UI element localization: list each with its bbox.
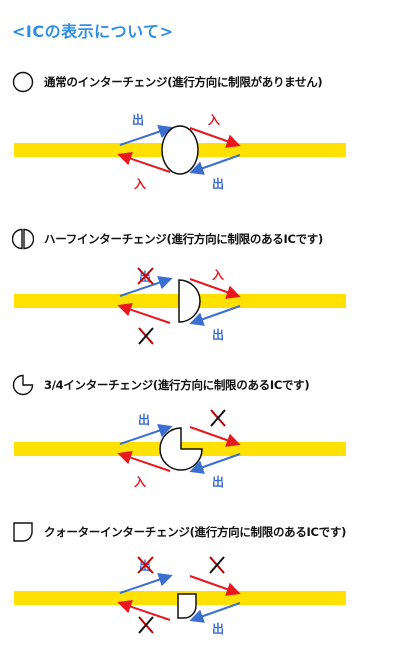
cross-mark-icon — [209, 556, 225, 574]
cross-mark-icon — [137, 556, 154, 574]
interchange-three-quarter-circle — [159, 427, 203, 471]
exit-arrow-east — [119, 275, 173, 297]
diagram-three-quarter: 出 入 出 — [14, 409, 346, 489]
exit-label: 出 — [138, 412, 150, 427]
entry-arrow-east — [189, 278, 241, 299]
diagram-quarter: 出 出 — [14, 556, 346, 636]
section-title-three-quarter: 3/4インターチェンジ(進行方向に制限のあるICです) — [44, 378, 310, 392]
exit-arrow-east — [119, 124, 173, 146]
entry-arrow-west — [117, 450, 171, 472]
entry-arrow-east — [189, 575, 241, 596]
diagram-normal: 出 入 入 出 — [14, 112, 346, 191]
interchange-half-circle — [178, 279, 201, 323]
section-title-half: ハーフインターチェンジ(進行方向に制限のあるICです) — [44, 232, 323, 246]
full-circle-icon — [12, 71, 34, 93]
exit-label: 出 — [212, 621, 224, 636]
exit-label: 出 — [132, 112, 144, 127]
exit-arrow-east — [119, 423, 173, 445]
cross-mark-icon — [138, 327, 154, 345]
three-quarter-circle-icon — [12, 374, 34, 396]
cross-mark-icon — [210, 409, 226, 427]
entry-label: 入 — [208, 113, 220, 127]
entry-label: 入 — [134, 475, 146, 489]
exit-arrow-east — [119, 572, 173, 594]
exit-label: 出 — [212, 327, 224, 342]
cross-mark-icon — [137, 267, 154, 285]
diagram-half: 出 入 出 — [14, 267, 346, 345]
entry-arrow-east — [189, 426, 241, 447]
entry-arrow-west — [117, 599, 171, 621]
interchange-quarter-circle — [177, 593, 197, 619]
interchange-full-circle — [161, 125, 199, 175]
quarter-circle-icon — [13, 522, 33, 542]
page-title: <ICの表示について> — [12, 22, 174, 41]
cross-mark-icon — [138, 616, 154, 634]
exit-arrow-west — [189, 305, 241, 326]
half-circle-icon — [12, 228, 34, 250]
exit-arrow-west — [189, 453, 241, 474]
entry-arrow-west — [117, 302, 171, 324]
entry-label: 入 — [134, 177, 146, 191]
section-title-quarter: クォーターインターチェンジ(進行方向に制限のあるICです) — [44, 525, 347, 539]
entry-arrow-east — [189, 127, 241, 148]
section-title-normal: 通常のインターチェンジ(進行方向に制限がありません) — [44, 75, 323, 89]
entry-label: 入 — [212, 268, 224, 282]
exit-arrow-west — [189, 154, 241, 175]
exit-label: 出 — [212, 176, 224, 191]
exit-arrow-west — [189, 602, 241, 623]
entry-arrow-west — [117, 151, 171, 173]
exit-label: 出 — [212, 474, 224, 489]
